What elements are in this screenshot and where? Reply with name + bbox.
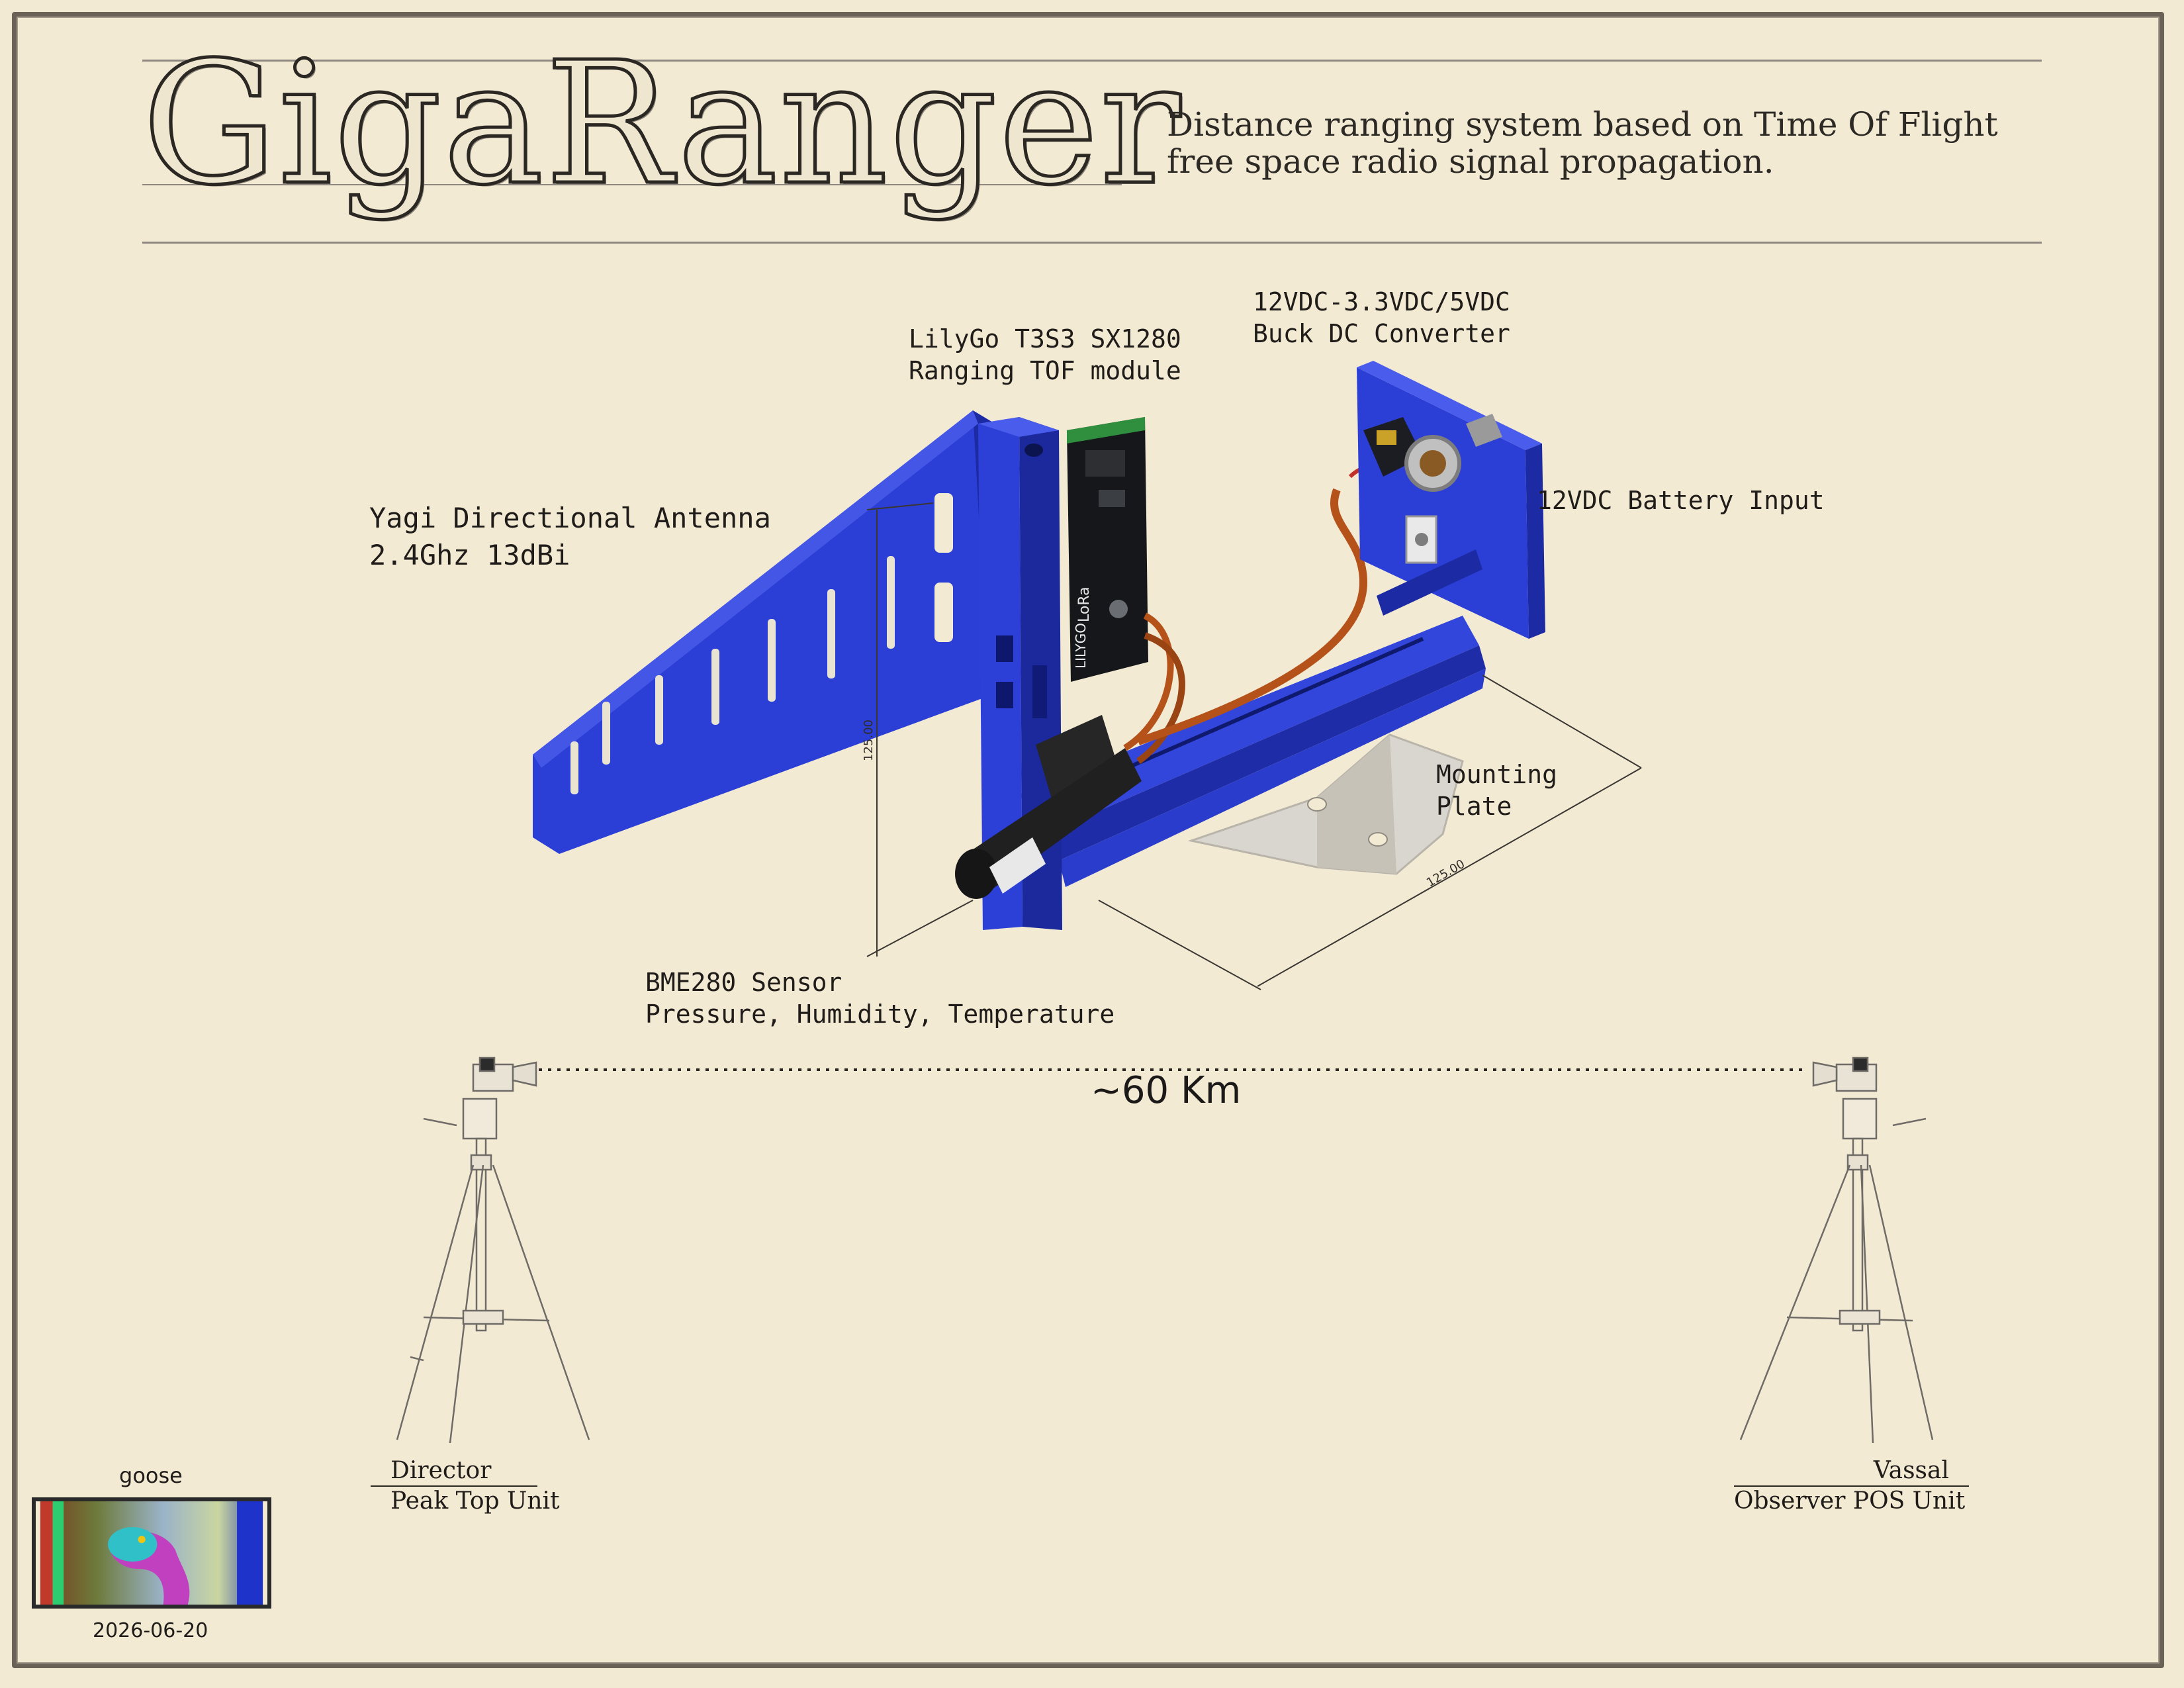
right-unit-name: Vassal <box>1734 1456 1969 1487</box>
dimension-height <box>866 502 974 957</box>
yagi-antenna <box>533 410 1009 854</box>
left-unit-name: Director <box>371 1456 537 1487</box>
dimension-width-text: 125.00 <box>1424 857 1467 890</box>
plate-callout-line-1: Mounting <box>1436 760 1558 789</box>
lilygo-board: LoRa LILYGO <box>1067 417 1148 682</box>
bme280-sensor <box>955 715 1142 899</box>
header-rule-top <box>142 60 2042 62</box>
page-frame <box>12 12 2164 1668</box>
antenna-callout-line-1: Yagi Directional Antenna <box>369 502 771 534</box>
right-tripod <box>1739 1056 1934 1444</box>
cable-2 <box>1136 632 1185 765</box>
board-radio-text: LoRa <box>1076 586 1093 622</box>
subtitle-line-2: free space radio signal propagation. <box>1167 142 1774 181</box>
plate-callout: Mounting Plate <box>1436 759 1557 822</box>
module-callout-line-2: Ranging TOF module <box>909 356 1181 385</box>
converter-callout: 12VDC-3.3VDC/5VDC Buck DC Converter <box>1253 286 1510 350</box>
badge-date: 2026-06-20 <box>93 1619 208 1642</box>
plate-callout-line-2: Plate <box>1436 792 1512 821</box>
battery-callout: 12VDC Battery Input <box>1537 485 1825 516</box>
converter-callout-line-2: Buck DC Converter <box>1253 319 1510 348</box>
right-unit-label: Vassal Observer POS Unit <box>1734 1456 1969 1516</box>
board-brand-text: LILYGO <box>1073 623 1089 669</box>
cable-1 <box>1123 612 1174 751</box>
left-unit-label: Director Peak Top Unit <box>371 1456 560 1516</box>
converter-callout-line-1: 12VDC-3.3VDC/5VDC <box>1253 287 1510 316</box>
module-callout-line-1: LilyGo T3S3 SX1280 <box>909 324 1181 353</box>
cable-3 <box>1137 488 1368 745</box>
mounting-plate <box>1187 733 1464 875</box>
sensor-callout: BME280 Sensor Pressure, Humidity, Temper… <box>645 966 1115 1030</box>
right-unit-role: Observer POS Unit <box>1734 1487 1966 1515</box>
antenna-callout-line-2: 2.4Ghz 13dBi <box>369 539 570 571</box>
dimension-height-text: 125.00 <box>862 720 876 761</box>
subtitle-line-1: Distance ranging system based on Time Of… <box>1167 105 1998 144</box>
sensor-callout-line-2: Pressure, Humidity, Temperature <box>645 1000 1115 1029</box>
dimension-width <box>1098 675 1642 990</box>
link-distance: ~60 Km <box>1091 1069 1242 1112</box>
page-subtitle: Distance ranging system based on Time Of… <box>1167 106 1998 180</box>
converter-panel <box>1357 361 1545 639</box>
module-callout: LilyGo T3S3 SX1280 Ranging TOF module <box>909 323 1181 387</box>
antenna-callout: Yagi Directional Antenna 2.4Ghz 13dBi <box>369 500 771 574</box>
page-title: GigaRanger <box>141 26 1183 222</box>
goose-thumbnail <box>32 1497 271 1609</box>
left-tripod <box>396 1056 590 1444</box>
battery-callout-line-1: 12VDC Battery Input <box>1537 486 1825 515</box>
left-unit-role: Peak Top Unit <box>390 1487 560 1515</box>
title-baseline-rule <box>142 184 1122 185</box>
badge-name: goose <box>119 1463 183 1488</box>
header-rule-bottom <box>142 242 2042 244</box>
sensor-callout-line-1: BME280 Sensor <box>645 968 842 997</box>
